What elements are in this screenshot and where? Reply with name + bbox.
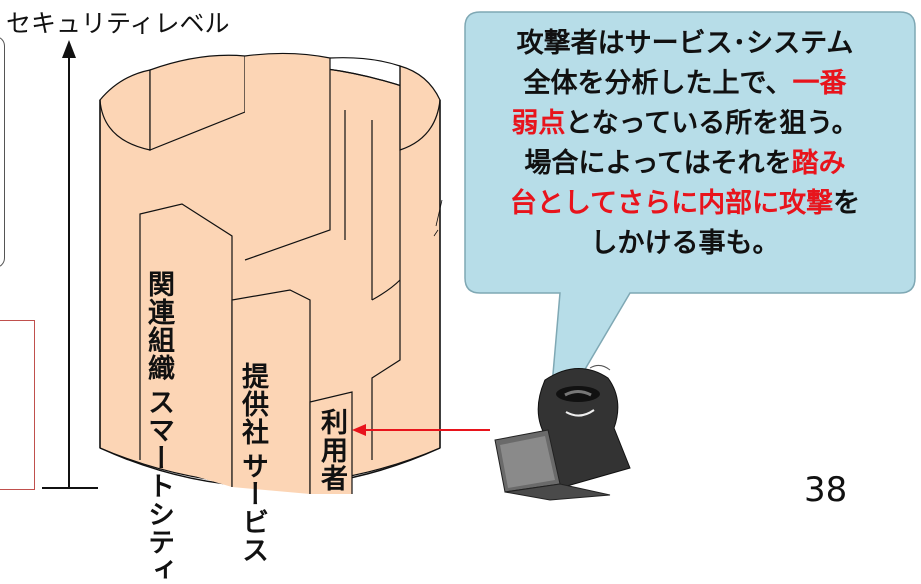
callout-highlight-text: 弱点 <box>511 108 566 139</box>
page-number: 38 <box>804 470 848 510</box>
callout-segment-text: しかける事も。 <box>590 228 780 259</box>
security-level-axis <box>42 40 98 489</box>
callout-segment-text: となっている所を狙う。 <box>565 108 859 139</box>
panel-label-smart-city-line2: 関連組織 <box>143 270 174 382</box>
panel-label-smart-city: スマートシティ 関連組織 <box>143 270 174 584</box>
left-red-frame <box>0 320 35 490</box>
panel-label-user: 利用者 <box>316 408 347 492</box>
callout-highlight-text: 踏み <box>791 148 846 179</box>
hacker-illustration <box>494 364 631 501</box>
callout-text: 攻撃者はサービス･システム全体を分析した上で、一番弱点となっている所を狙う。場合… <box>455 24 915 264</box>
callout-segment-text: 攻撃者はサービス･システム <box>516 28 854 59</box>
speech-bubble <box>464 11 916 433</box>
security-cylinder <box>99 52 443 494</box>
panel-label-service-provider: サービス 提供社 <box>237 362 268 564</box>
panel-label-user-line1: 利用者 <box>316 408 347 492</box>
panel-label-service-provider-line2: 提供社 <box>237 362 268 446</box>
panel-label-smart-city-line1: スマートシティ <box>143 388 174 584</box>
callout-highlight-text: 一番 <box>792 68 847 99</box>
callout-segment-text: 全体を分析した上で、 <box>523 68 793 99</box>
callout-segment-text: を <box>833 188 861 219</box>
panel-label-service-provider-line1: サービス <box>237 452 268 564</box>
callout-highlight-text: 台としてさらに内部に攻撃 <box>509 188 834 219</box>
attack-arrow <box>352 424 490 436</box>
diagram-canvas <box>42 11 916 501</box>
security-level-label: セキュリティレベル <box>6 9 230 38</box>
callout-segment-text: 場合によってはそれを <box>524 148 792 179</box>
